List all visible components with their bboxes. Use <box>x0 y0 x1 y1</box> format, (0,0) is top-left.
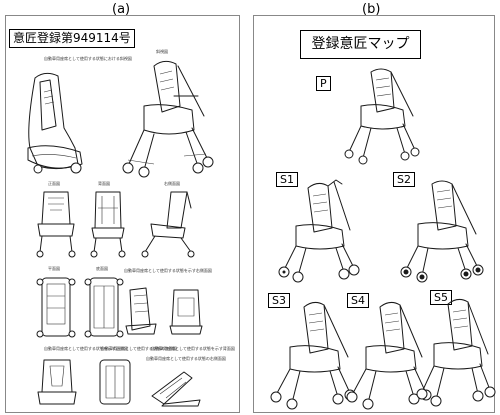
tag-s4: S4 <box>347 293 369 308</box>
car-seat-right-side-drawing <box>151 371 201 407</box>
registration-number-title: 意匠登録第949114号 <box>9 29 135 48</box>
front-view-drawing <box>36 191 76 258</box>
caption-perspective: 斜視図 <box>156 49 168 54</box>
tag-s3: S3 <box>268 293 290 308</box>
caption-right-side-view: 右側面図 <box>164 181 180 186</box>
stroller-s5-drawing <box>416 298 496 407</box>
car-seat-front-drawing <box>37 359 77 405</box>
caption-top-view: 平面図 <box>48 266 60 271</box>
caption-car-seat-side: 自動車用座席として使用する状態を示す右側面図 <box>124 268 212 273</box>
panel-b-label: (b) <box>362 2 381 17</box>
caption-back-view: 背面図 <box>98 181 110 186</box>
tag-s2: S2 <box>393 172 415 187</box>
caption-car-seat-front: 自動車用座席として使用する状態を示す正面図 <box>44 346 128 351</box>
stroller-s2-drawing <box>400 180 484 283</box>
caption-car-seat-right: 自動車用座席として使用する状態の右側面図 <box>146 356 226 361</box>
tag-p: P <box>316 76 331 91</box>
right-side-view-drawing <box>141 191 195 258</box>
car-seat-back-drawing <box>169 289 203 335</box>
design-registration-sheet: 意匠登録第949114号 自動車用座席として使用する状態における斜視図 斜視図 … <box>5 15 240 413</box>
tag-s1: S1 <box>276 172 298 187</box>
tag-s5: S5 <box>430 290 452 305</box>
caption-car-seat-perspective: 自動車用座席として使用する状態における斜視図 <box>44 56 132 61</box>
car-seat-side-drawing <box>125 287 157 335</box>
stroller-s3-drawing <box>270 301 356 410</box>
caption-car-seat-bottom: 自動車用座席として使用する状態の底面図 <box>101 346 177 351</box>
stroller-perspective-drawing <box>122 60 214 178</box>
car-seat-bottom-drawing <box>99 359 131 405</box>
caption-car-seat-back: 自動車用座席として使用する状態を示す背面図 <box>151 346 235 351</box>
caption-bottom-view: 底面図 <box>96 266 108 271</box>
caption-front-view: 正面図 <box>48 181 60 186</box>
design-map-title: 登録意匠マップ <box>300 30 421 59</box>
bottom-view-drawing <box>84 277 124 338</box>
top-view-drawing <box>36 277 76 338</box>
back-view-drawing <box>90 191 126 258</box>
car-seat-perspective-drawing <box>27 72 83 174</box>
panel-a-label: (a) <box>112 2 131 17</box>
stroller-p-drawing <box>344 68 420 165</box>
registered-design-map: 登録意匠マップ P S1 S2 S3 S4 S5 <box>253 15 496 413</box>
stroller-s1-drawing <box>278 179 360 283</box>
